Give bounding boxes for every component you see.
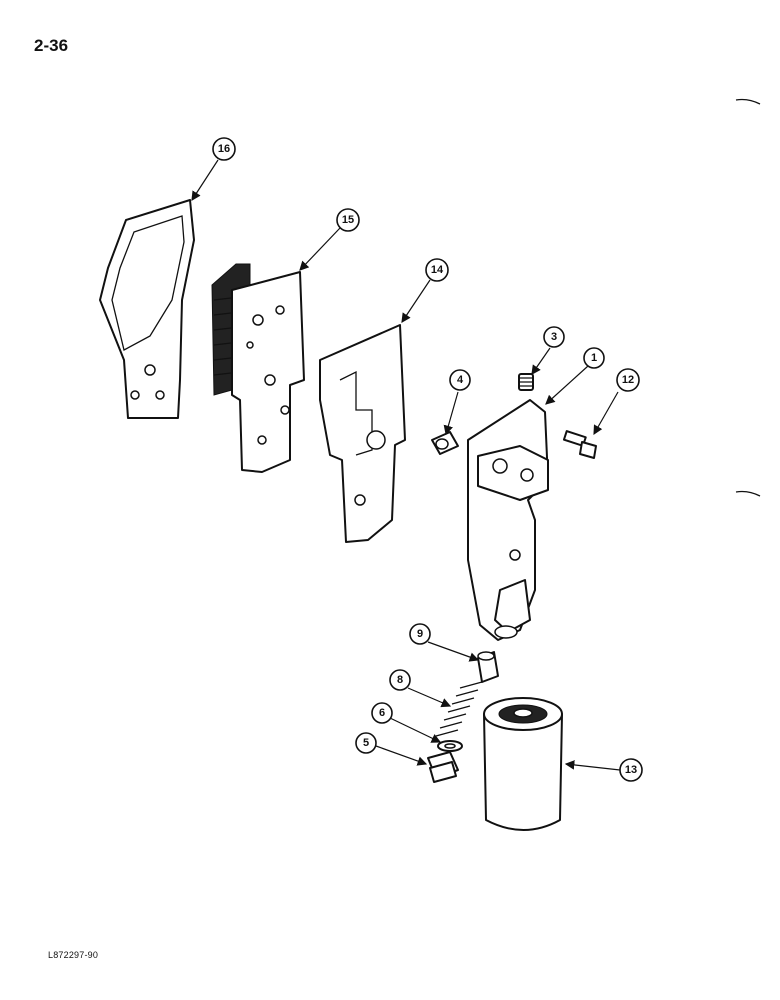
part-6-washer [437,740,463,752]
callout-13: 13 [619,758,643,782]
callout-15: 15 [336,208,360,232]
leader-4 [443,391,459,436]
svg-text:15: 15 [342,214,354,226]
leader-8 [407,687,452,708]
svg-text:5: 5 [363,737,369,749]
page-number: 2-36 [34,36,69,55]
callout-4: 4 [449,369,471,391]
margin-mark [735,98,761,105]
callout-1: 1 [583,347,605,369]
part-5-plug [427,751,459,783]
callout-16: 16 [212,137,236,161]
svg-text:1: 1 [591,352,597,364]
leader-5 [375,745,428,766]
leader-16 [191,159,219,202]
callout-8: 8 [389,669,411,691]
callout-12: 12 [616,368,640,392]
part-14-gasket [319,324,406,543]
part-15-oil-cooler [211,263,305,473]
margin-mark [735,490,761,497]
part-12-bolt [562,430,597,459]
callout-3: 3 [543,326,565,348]
part-3-plug [518,373,534,391]
part-13-filter [483,697,563,831]
svg-text:9: 9 [417,628,423,640]
leader-9 [427,641,480,662]
svg-text:13: 13 [625,764,637,776]
callout-9: 9 [409,623,431,645]
callout-6: 6 [371,702,393,724]
leader-14 [401,279,431,323]
leader-3 [531,347,551,375]
svg-text:8: 8 [397,674,403,686]
svg-text:12: 12 [622,374,634,386]
part-9-valve [477,651,499,683]
leader-13 [564,760,621,771]
svg-text:6: 6 [379,707,385,719]
leader-12 [593,391,619,436]
leader-1 [545,365,589,405]
figure-code: L872297-90 [48,950,99,960]
callout-5: 5 [355,732,377,754]
leader-6 [389,717,442,743]
part-16-gasket [99,199,195,419]
part-4-fitting [431,431,459,455]
part-1-filter-head [467,399,549,641]
svg-text:3: 3 [551,331,557,343]
leader-lines [191,159,621,771]
svg-text:16: 16 [218,143,230,155]
part-8-spring [435,681,483,737]
svg-text:14: 14 [431,264,444,276]
svg-text:4: 4 [457,374,464,386]
callout-14: 14 [425,258,449,282]
leader-15 [299,227,341,271]
